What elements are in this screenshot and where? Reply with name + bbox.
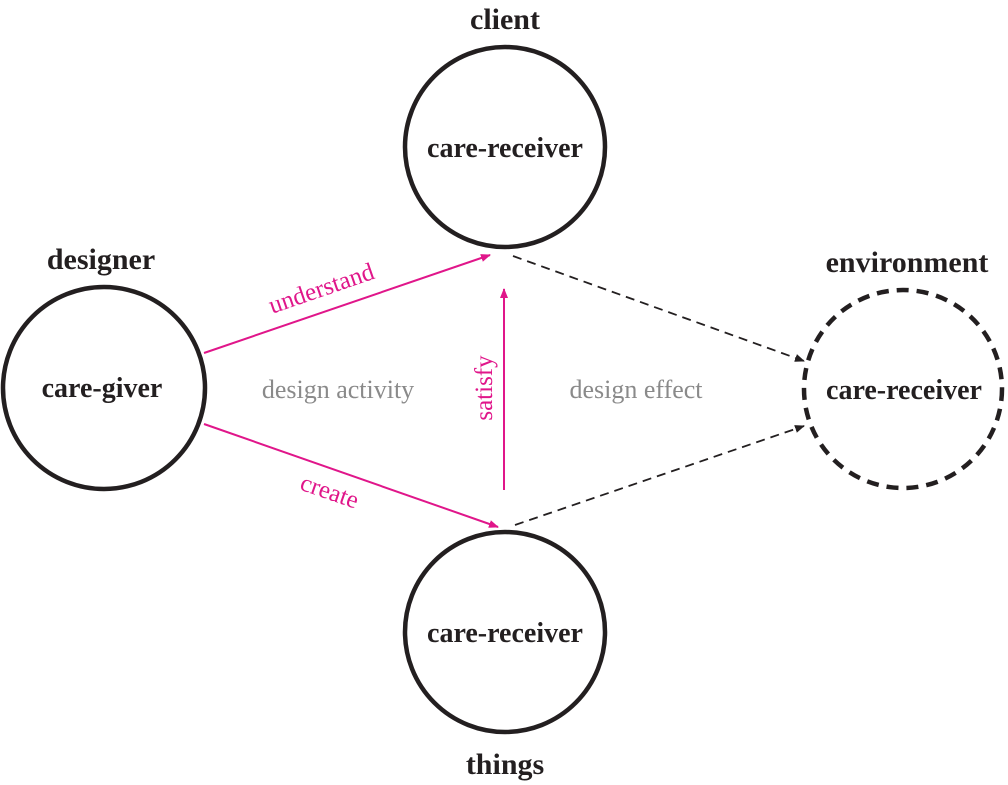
understand-arrow [203,254,491,354]
things-node [402,529,608,735]
environment-node-label: care-receiver [826,375,982,406]
create-arrow [203,423,499,528]
design-effect-label: design effect [569,375,703,404]
role-label-designer: designer [47,243,155,276]
design-activity-label: design activity [262,375,414,404]
understand-label: understand [265,258,378,319]
things-node-label: care-receiver [427,618,583,649]
things-to-environment-arrow [514,425,805,526]
designer-node [0,284,208,492]
environment-node [801,287,1005,491]
client-node-label: care-receiver [427,133,583,164]
role-label-things: things [466,748,544,781]
satisfy-label: satisfy [471,355,498,421]
client-to-environment-arrow [512,255,805,362]
role-label-environment: environment [826,246,989,279]
client-node [402,44,608,250]
designer-node-label: care-giver [42,373,163,404]
role-label-client: client [470,3,540,36]
